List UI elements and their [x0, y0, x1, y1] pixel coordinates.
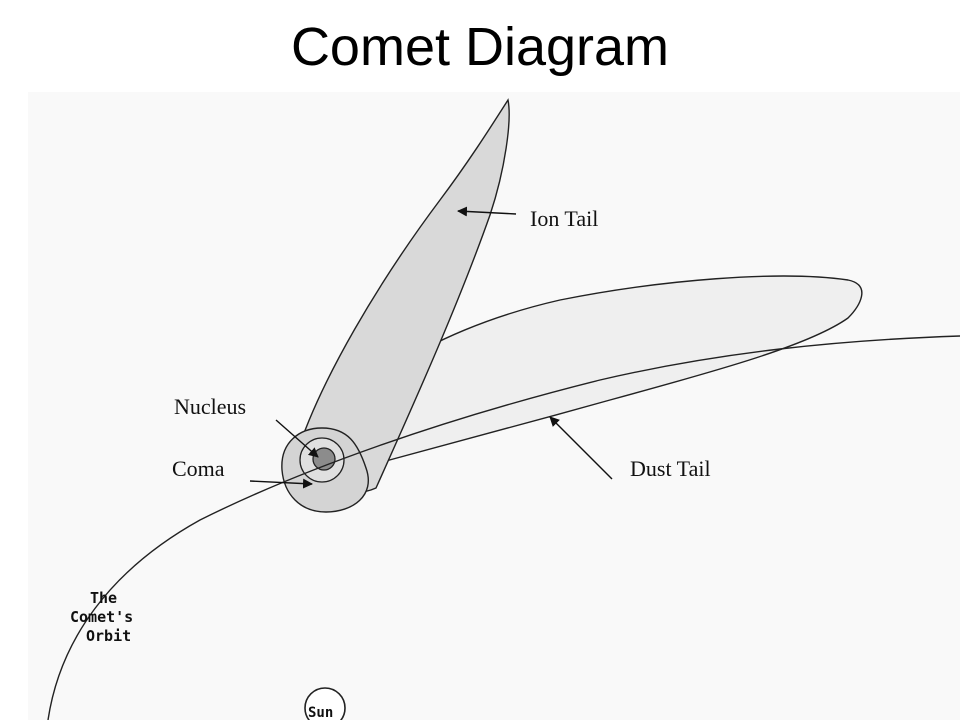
orbit-label-line2: Comet's — [70, 608, 133, 626]
orbit-label-line3: Orbit — [86, 627, 131, 645]
nucleus-core — [312, 447, 336, 471]
sun-circle — [304, 687, 346, 720]
sun-label: Sun — [308, 705, 333, 720]
dust-tail-label: Dust Tail — [630, 456, 711, 481]
ion-tail-arrow — [457, 206, 517, 217]
orbit-label-line1: The — [90, 589, 117, 607]
coma-label: Coma — [172, 456, 225, 481]
nucleus-label: Nucleus — [174, 394, 246, 419]
diagram-title: Comet Diagram — [290, 17, 670, 77]
ion-tail — [295, 98, 510, 494]
nucleus-arrow — [275, 419, 319, 458]
comet-orbit — [47, 335, 960, 720]
ion-tail-label: Ion Tail — [530, 206, 598, 231]
dust-tail — [321, 275, 863, 472]
dust-tail-arrow — [549, 416, 613, 480]
coma-arrow — [249, 478, 313, 489]
